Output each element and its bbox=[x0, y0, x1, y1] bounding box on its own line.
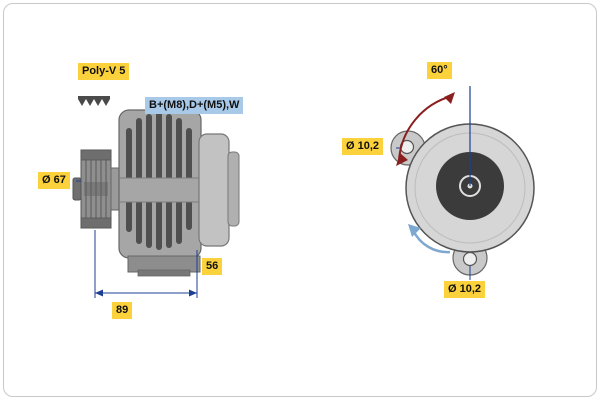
pulley-diameter-label: Ø 67 bbox=[38, 172, 70, 189]
belt-profile-icon bbox=[78, 96, 110, 106]
rear-housing bbox=[198, 133, 230, 247]
side-dimension-lines bbox=[76, 180, 198, 298]
body-mid-band bbox=[120, 178, 200, 202]
hole-diameter-top-label: Ø 10,2 bbox=[342, 138, 384, 155]
front-view bbox=[390, 86, 535, 280]
pulley bbox=[80, 149, 112, 229]
dimension-89-label: 89 bbox=[112, 302, 133, 319]
front-leader-lines bbox=[396, 147, 471, 280]
dimension-56-label: 56 bbox=[202, 258, 223, 275]
rotation-arrow-icon bbox=[408, 224, 451, 254]
mounting-foot bbox=[127, 255, 201, 277]
rear-cap bbox=[227, 151, 240, 227]
side-view bbox=[72, 96, 240, 298]
terminals-label: B+(M8),D+(M5),W bbox=[145, 97, 244, 114]
alternator-body bbox=[118, 109, 202, 259]
belt-type-label: Poly-V 5 bbox=[78, 63, 130, 80]
angle-arc-arrow bbox=[396, 92, 455, 166]
mounting-hole-bottom bbox=[462, 251, 478, 267]
angle-60-label: 60° bbox=[427, 62, 452, 79]
hole-diameter-bottom-label: Ø 10,2 bbox=[444, 281, 486, 298]
